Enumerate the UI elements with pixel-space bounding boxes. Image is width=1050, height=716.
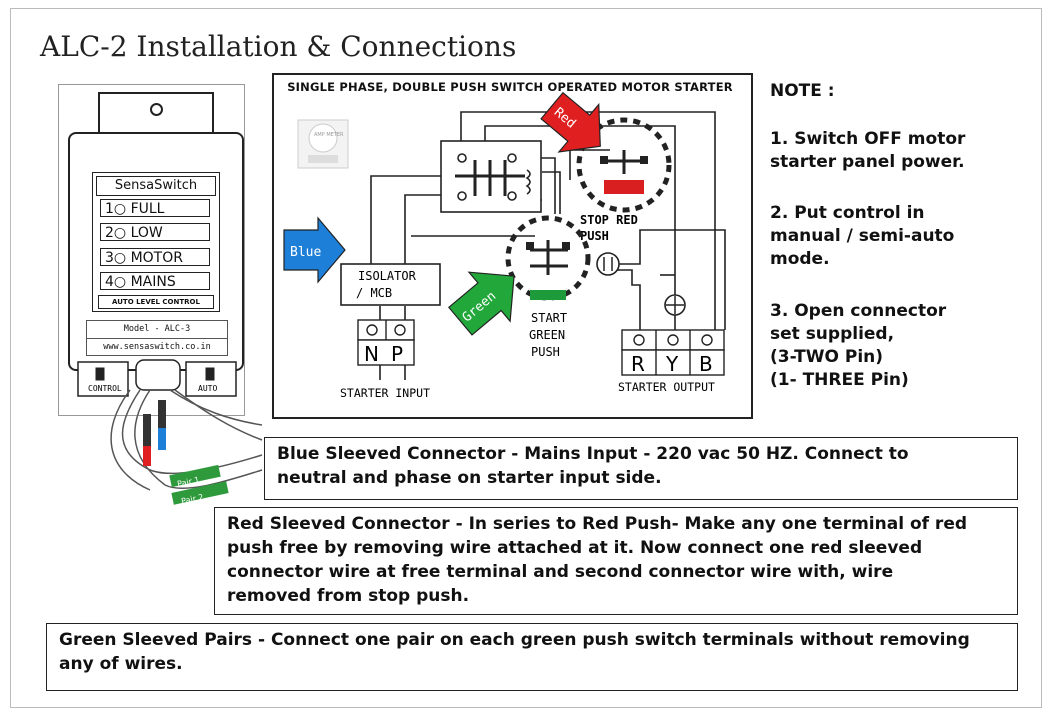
led-motor: 3○ MOTOR [100, 248, 210, 266]
blue-sleeve [158, 428, 166, 450]
green-arrow-icon: Green [448, 271, 515, 336]
red-info-line-3: connector wire at free terminal and seco… [227, 562, 894, 582]
terminal-y: Y [665, 352, 679, 376]
control-knob-icon [95, 367, 105, 381]
green-button [530, 290, 566, 300]
note-1-line-2: starter panel power. [770, 152, 965, 172]
note-3: 3. Open connector set supplied, (3-TWO P… [770, 300, 946, 392]
model-website: www.sensaswitch.co.in [103, 342, 211, 352]
green-info-line-2: any of wires. [59, 654, 183, 674]
isolator-label-1: ISOLATOR [358, 269, 417, 283]
page-title: ALC-2 Installation & Connections [40, 30, 517, 63]
cable-gland [135, 359, 181, 391]
amp-meter-label: AMP METER [314, 132, 344, 138]
starter-input-terminals [357, 319, 415, 366]
control-label: CONTROL [88, 384, 122, 393]
start-label-3: PUSH [531, 345, 560, 359]
isolator-label-2: / MCB [356, 286, 392, 300]
note-3-line-3: (3-TWO Pin) [770, 347, 884, 367]
note-2-line-3: mode. [770, 249, 830, 269]
starter-input-label: STARTER INPUT [340, 386, 430, 400]
note-2-line-1: 2. Put control in [770, 203, 925, 223]
note-2: 2. Put control in manual / semi-auto mod… [770, 202, 954, 271]
blue-info-line-2: neutral and phase on starter input side. [277, 468, 662, 488]
pair-tag-1 [169, 464, 221, 488]
note-3-line-4: (1- THREE Pin) [770, 370, 909, 390]
blue-connector-info: Blue Sleeved Connector - Mains Input - 2… [264, 437, 1018, 500]
device-switches [77, 359, 237, 397]
note-2-line-2: manual / semi-auto [770, 226, 955, 246]
note-3-line-2: set supplied, [770, 324, 895, 344]
blue-arrow-label: Blue [290, 245, 321, 260]
starter-output-label: STARTER OUTPUT [618, 380, 715, 394]
terminal-p: P [391, 342, 403, 366]
blue-info-line-1: Blue Sleeved Connector - Mains Input - 2… [277, 444, 909, 464]
overload-icon [596, 252, 620, 276]
device-label: AUTO LEVEL CONTROL [98, 295, 214, 309]
green-info-line-1: Green Sleeved Pairs - Connect one pair o… [59, 630, 970, 650]
device-brand: SensaSwitch [96, 176, 216, 196]
terminal-n: N [364, 342, 379, 366]
amp-meter-icon: AMP METER [297, 119, 349, 169]
terminal-b: B [699, 352, 713, 376]
led-low: 2○ LOW [100, 223, 210, 241]
page-frame [10, 8, 1042, 708]
start-label-1: START [531, 311, 567, 325]
auto-label: AUTO [198, 384, 217, 393]
led-mains: 4○ MAINS [100, 272, 210, 290]
diagram-title: SINGLE PHASE, DOUBLE PUSH SWITCH OPERATE… [287, 80, 733, 94]
wiring-lines [370, 111, 726, 380]
red-info-line-2: push free by removing wire attached at i… [227, 538, 923, 558]
terminal-r: R [631, 352, 645, 376]
start-push [505, 215, 591, 301]
starter-output-terminals [621, 329, 725, 376]
model-name: Model - ALC-3 [87, 321, 227, 339]
blue-arrow-icon: Blue [283, 216, 346, 284]
stop-label-2: PUSH [580, 229, 609, 243]
note-1: 1. Switch OFF motor starter panel power. [770, 128, 965, 174]
note-1-line-1: 1. Switch OFF motor [770, 129, 966, 149]
device-cables [110, 389, 263, 491]
stop-label-1: STOP RED [580, 213, 638, 227]
contactor [440, 140, 542, 213]
led-full: 1○ FULL [100, 199, 210, 217]
red-arrow-icon: Red [540, 91, 601, 153]
note-heading: NOTE : [770, 81, 835, 101]
model-plate: Model - ALC-3 www.sensaswitch.co.in [86, 320, 228, 356]
red-info-line-4: removed from stop push. [227, 586, 470, 606]
isolator-box [340, 263, 441, 306]
mount-hole-icon [150, 103, 163, 116]
black-wire [143, 414, 151, 446]
auto-knob-icon [205, 367, 215, 381]
start-label-2: GREEN [529, 328, 565, 342]
black-wire-2 [158, 400, 166, 430]
pair-tags: Pair 1 Pair 2 [169, 464, 229, 506]
stop-push [576, 117, 672, 213]
pair-tag-2 [171, 481, 229, 505]
red-connector-info: Red Sleeved Connector - In series to Red… [214, 507, 1018, 615]
note-3-line-1: 3. Open connector [770, 301, 947, 321]
red-sleeve [143, 446, 151, 466]
green-connector-info: Green Sleeved Pairs - Connect one pair o… [46, 623, 1018, 691]
red-info-line-1: Red Sleeved Connector - In series to Red… [227, 514, 968, 534]
red-button [604, 180, 644, 194]
